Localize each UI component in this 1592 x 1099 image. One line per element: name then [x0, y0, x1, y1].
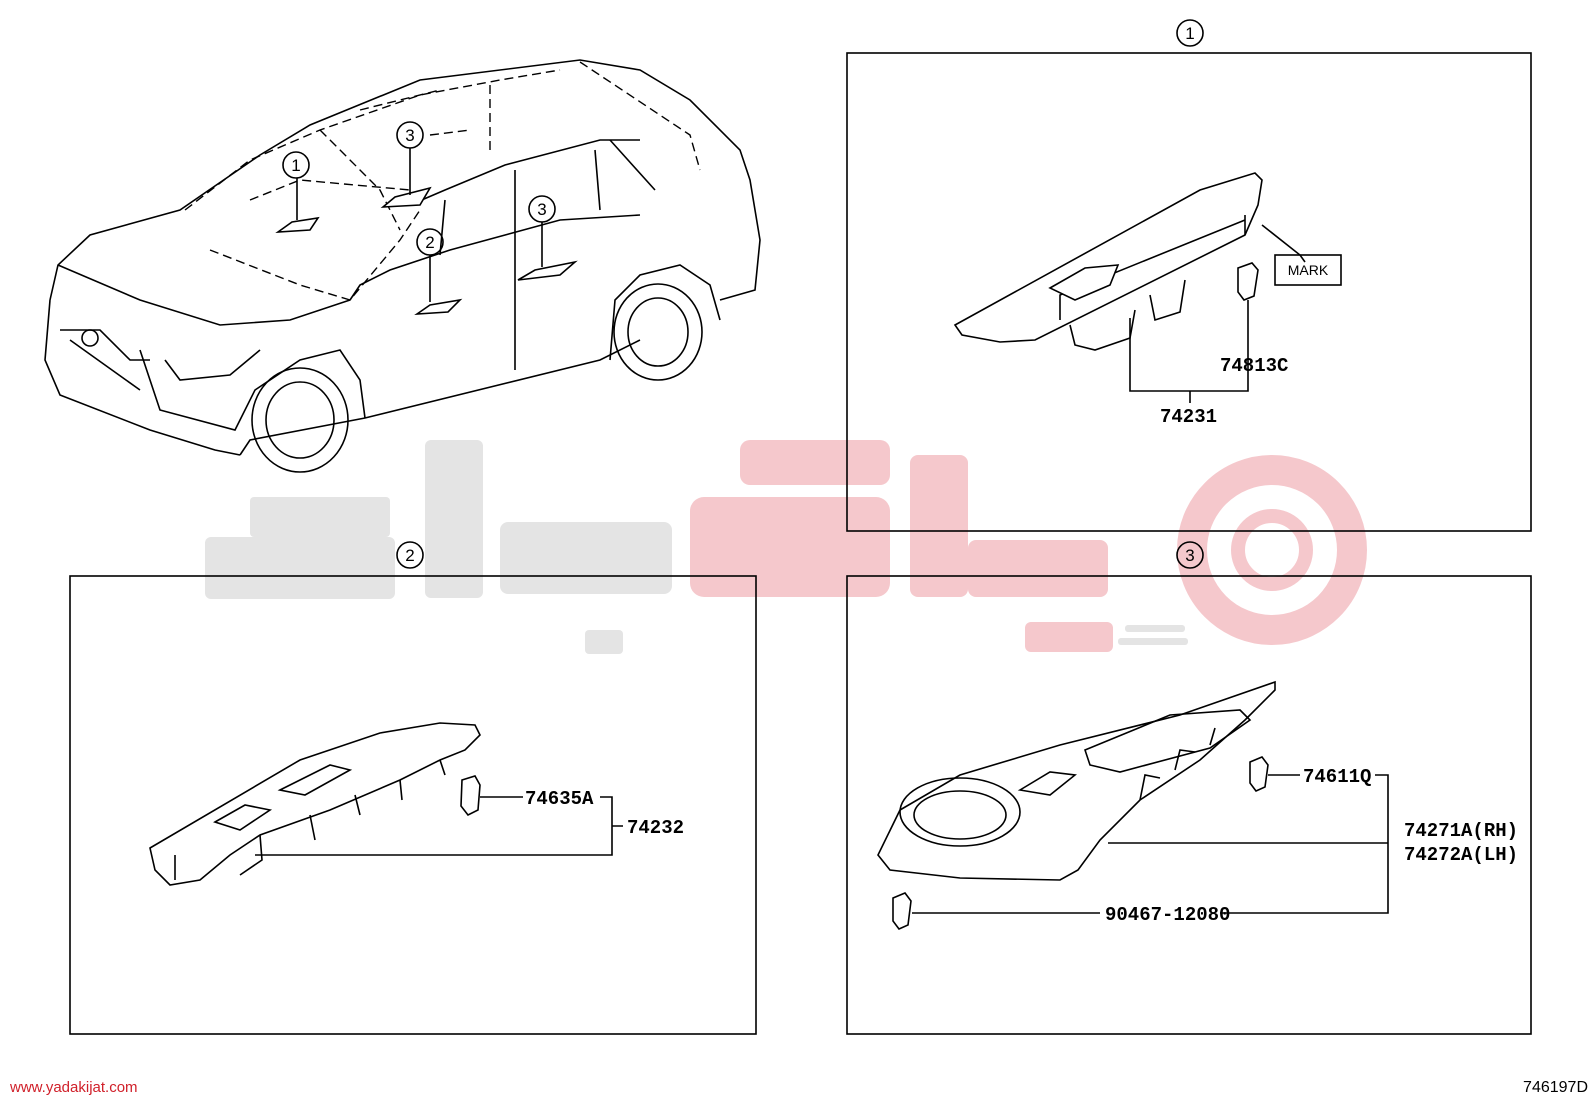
panel-2: 2 74635A 74232 [69, 541, 757, 1035]
panel-3-callout-circle [1176, 541, 1204, 569]
panel-2-callout-circle [396, 541, 424, 569]
panel-3-callout: 3 [1185, 546, 1194, 565]
panel-2-callout: 2 [405, 546, 414, 565]
mark-box [1274, 254, 1342, 286]
part-number-74635A: 74635A [525, 788, 594, 810]
panel-1-callout: 1 [1185, 24, 1194, 43]
diagram-code: 746197D [1523, 1079, 1588, 1096]
panel-3-frame [846, 575, 1532, 1035]
callout-3-car-front: 3 [405, 126, 414, 145]
part-number-74271A-rh: 74271A(RH) [1404, 820, 1518, 842]
watermark-logo [205, 440, 1367, 654]
panel-1-callout-circle [1176, 19, 1204, 47]
switch-74232-drawing [149, 722, 481, 886]
mark-label: MARK [1288, 262, 1329, 278]
clip-74813C-drawing [1237, 262, 1259, 301]
part-number-74611Q: 74611Q [1303, 766, 1371, 788]
clip-74635A-drawing [460, 775, 481, 817]
clip-74611Q-drawing [1249, 756, 1269, 792]
part-number-74232: 74232 [627, 817, 684, 839]
callout-2-car: 2 [425, 233, 434, 252]
part-number-74813C: 74813C [1220, 355, 1288, 377]
vehicle-illustration: 1 3 2 3 [44, 59, 761, 473]
part-number-74272A-lh: 74272A(LH) [1404, 844, 1518, 866]
panel-2-frame [69, 575, 757, 1035]
panel-1: 1 MARK 74813C 74231 [846, 19, 1532, 532]
callout-3-car-rear: 3 [537, 200, 546, 219]
panel-1-frame [846, 52, 1532, 532]
callout-1-car: 1 [291, 156, 300, 175]
switch-74231-drawing [953, 172, 1263, 343]
clip-90467-12080-drawing [892, 892, 912, 930]
panel-3: 3 74611Q 74271A(RH) 74272A(LH) 90467-120… [846, 541, 1532, 1035]
part-number-74231: 74231 [1160, 406, 1217, 428]
website-link[interactable]: www.yadakijat.com [9, 1079, 138, 1096]
part-number-90467-12080: 90467-12080 [1105, 904, 1230, 926]
